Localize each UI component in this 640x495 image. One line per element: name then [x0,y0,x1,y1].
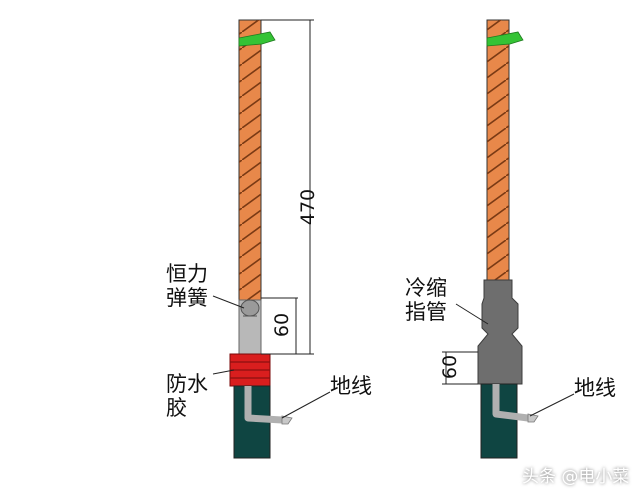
right-ground-wire [492,384,529,422]
right-ground-wire-end [527,413,539,423]
left-waterproof-leader [212,369,235,375]
right-green-tape-marker [486,31,524,47]
left-dim-470-text: 470 [297,188,320,226]
right-coldshrink-label-2: 指管 [405,300,447,324]
right-coldshrink-leader [455,303,489,325]
right-copper-stripes [487,20,509,282]
right-coldshrink-label-1: 冷缩 [405,276,447,300]
left-spring-label-1: 恒力 [166,262,208,286]
left-copper-stripes [239,20,261,310]
left-ground-label: 地线 [330,374,372,398]
right-dim-60-text: 60 [439,354,462,380]
right-cold-shrink-finger [477,279,523,385]
right-ground-leader [529,393,575,417]
left-spring-label-2: 弹簧 [166,286,208,310]
left-waterproof-label-2: 胶 [166,396,187,420]
left-ground-leader [281,391,331,419]
left-waterproof-label-1: 防水 [166,372,208,396]
right-ground-label: 地线 [574,376,616,400]
right-assembly [442,19,575,459]
left-dim-60-text: 60 [271,312,294,338]
left-spring-leader [212,295,245,309]
left-ground-wire [244,386,283,424]
left-green-tape-marker [238,31,276,47]
watermark: 头条 @电小菜 [522,467,630,487]
left-ground-wire-end [281,415,293,425]
left-assembly [212,19,331,459]
